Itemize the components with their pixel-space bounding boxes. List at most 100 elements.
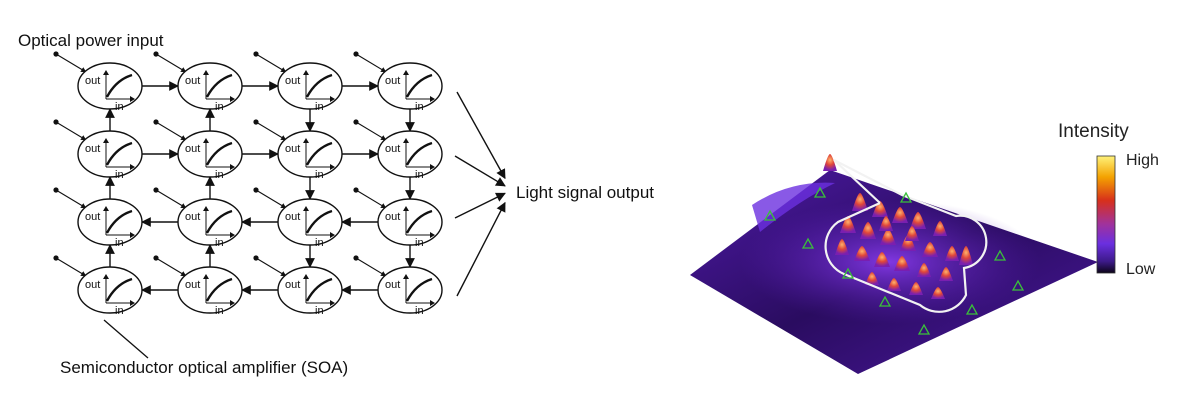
intensity-peak: [874, 252, 890, 267]
intensity-peak: [880, 229, 896, 245]
axis-arrow-head: [103, 138, 109, 143]
intensity-peak: [823, 154, 837, 171]
intensity-peak: [959, 246, 973, 265]
soa-node: out in: [153, 51, 243, 113]
soa-node-ellipse: [277, 62, 343, 110]
axis-arrow-head: [403, 70, 409, 75]
pump-input-arrow: [355, 121, 387, 141]
axis-arrow-head: [430, 232, 435, 238]
intensity-peak: [900, 235, 916, 251]
node-in-label: in: [415, 237, 424, 249]
node-in-label: in: [315, 237, 324, 249]
pump-input-arrow: [55, 257, 87, 277]
soa-node-ellipse: [377, 198, 443, 246]
axis-arrow-head: [303, 138, 309, 143]
soa-label: Semiconductor optical amplifier (SOA): [60, 358, 348, 377]
axis-arrow-head: [203, 138, 209, 143]
soa-node-ellipse: [77, 130, 143, 178]
gain-axes: [205, 207, 234, 236]
gain-axes: [205, 71, 234, 100]
gain-curve: [205, 277, 233, 302]
pump-input-arrow: [355, 189, 387, 209]
soa-node: out in: [153, 119, 243, 181]
gain-curve: [105, 277, 133, 302]
gain-curve: [105, 209, 133, 234]
intensity-peak: [854, 246, 870, 261]
soa-node-ellipse: [377, 130, 443, 178]
output-arrow: [454, 192, 506, 219]
axis-arrow-head: [130, 232, 135, 238]
node-out-label: out: [285, 75, 300, 87]
axis-arrow-head: [403, 274, 409, 279]
input-label: Input: [884, 144, 930, 169]
soa-node: out in: [53, 255, 143, 317]
axis-arrow-head: [103, 206, 109, 211]
node-out-label: out: [385, 211, 400, 223]
gain-axes: [405, 207, 434, 236]
node-in-label: in: [315, 305, 324, 317]
marker-triangle: [763, 209, 777, 221]
gain-axes: [405, 275, 434, 304]
node-in-label: in: [215, 101, 224, 113]
gain-axes: [305, 71, 334, 100]
axis-arrow-head: [430, 164, 435, 170]
marker-triangle: [813, 186, 827, 198]
input-arrow: [882, 168, 907, 188]
node-out-label: out: [185, 211, 200, 223]
pump-input-arrow: [155, 189, 187, 209]
gain-curve: [405, 209, 433, 234]
node-out-label: out: [185, 143, 200, 155]
gain-axes: [105, 207, 134, 236]
node-out-label: out: [85, 279, 100, 291]
axis-arrow-head: [230, 164, 235, 170]
colorbar-high-label: High: [1126, 152, 1159, 169]
pump-input-arrow: [155, 257, 187, 277]
axis-arrow-head: [430, 96, 435, 102]
soa-pointer-line: [103, 319, 149, 359]
gain-curve: [305, 141, 333, 166]
axis-arrow-head: [130, 164, 135, 170]
axis-arrow-head: [330, 164, 335, 170]
soa-node-ellipse: [277, 198, 343, 246]
gain-axes: [205, 139, 234, 168]
axis-arrow-head: [303, 206, 309, 211]
soa-node-ellipse: [277, 130, 343, 178]
node-out-label: out: [185, 75, 200, 87]
output-arrow: [456, 201, 506, 297]
node-in-label: in: [215, 169, 224, 181]
soa-node: out in: [353, 187, 443, 249]
node-in-label: in: [115, 237, 124, 249]
intensity-peak: [922, 242, 938, 257]
node-out-label: out: [385, 143, 400, 155]
node-out-label: out: [185, 279, 200, 291]
axis-arrow-head: [130, 300, 135, 306]
axis-arrow-head: [103, 274, 109, 279]
gain-axes: [105, 275, 134, 304]
gain-axes: [305, 275, 334, 304]
marker-triangle: [993, 249, 1007, 261]
gain-curve: [205, 141, 233, 166]
gain-curve: [105, 73, 133, 98]
node-in-label: in: [115, 305, 124, 317]
colorbar: Intensity High Low: [1058, 121, 1159, 278]
intensity-peak: [939, 267, 953, 281]
gain-curve: [305, 277, 333, 302]
axis-arrow-head: [430, 300, 435, 306]
axis-arrow-head: [303, 274, 309, 279]
intensity-peak: [910, 212, 926, 229]
waveguide-outline: [833, 159, 881, 204]
output-arrow: [454, 155, 506, 187]
soa-node-ellipse: [77, 266, 143, 314]
node-out-label: out: [285, 143, 300, 155]
pump-input-arrow: [255, 189, 287, 209]
marker-triangle: [917, 323, 931, 335]
axis-arrow-head: [303, 70, 309, 75]
soa-network-diagram: Optical power input Light signal output …: [18, 31, 654, 377]
optical-power-input-label: Optical power input: [18, 31, 164, 50]
axis-arrow-head: [103, 70, 109, 75]
soa-node-ellipse: [77, 198, 143, 246]
